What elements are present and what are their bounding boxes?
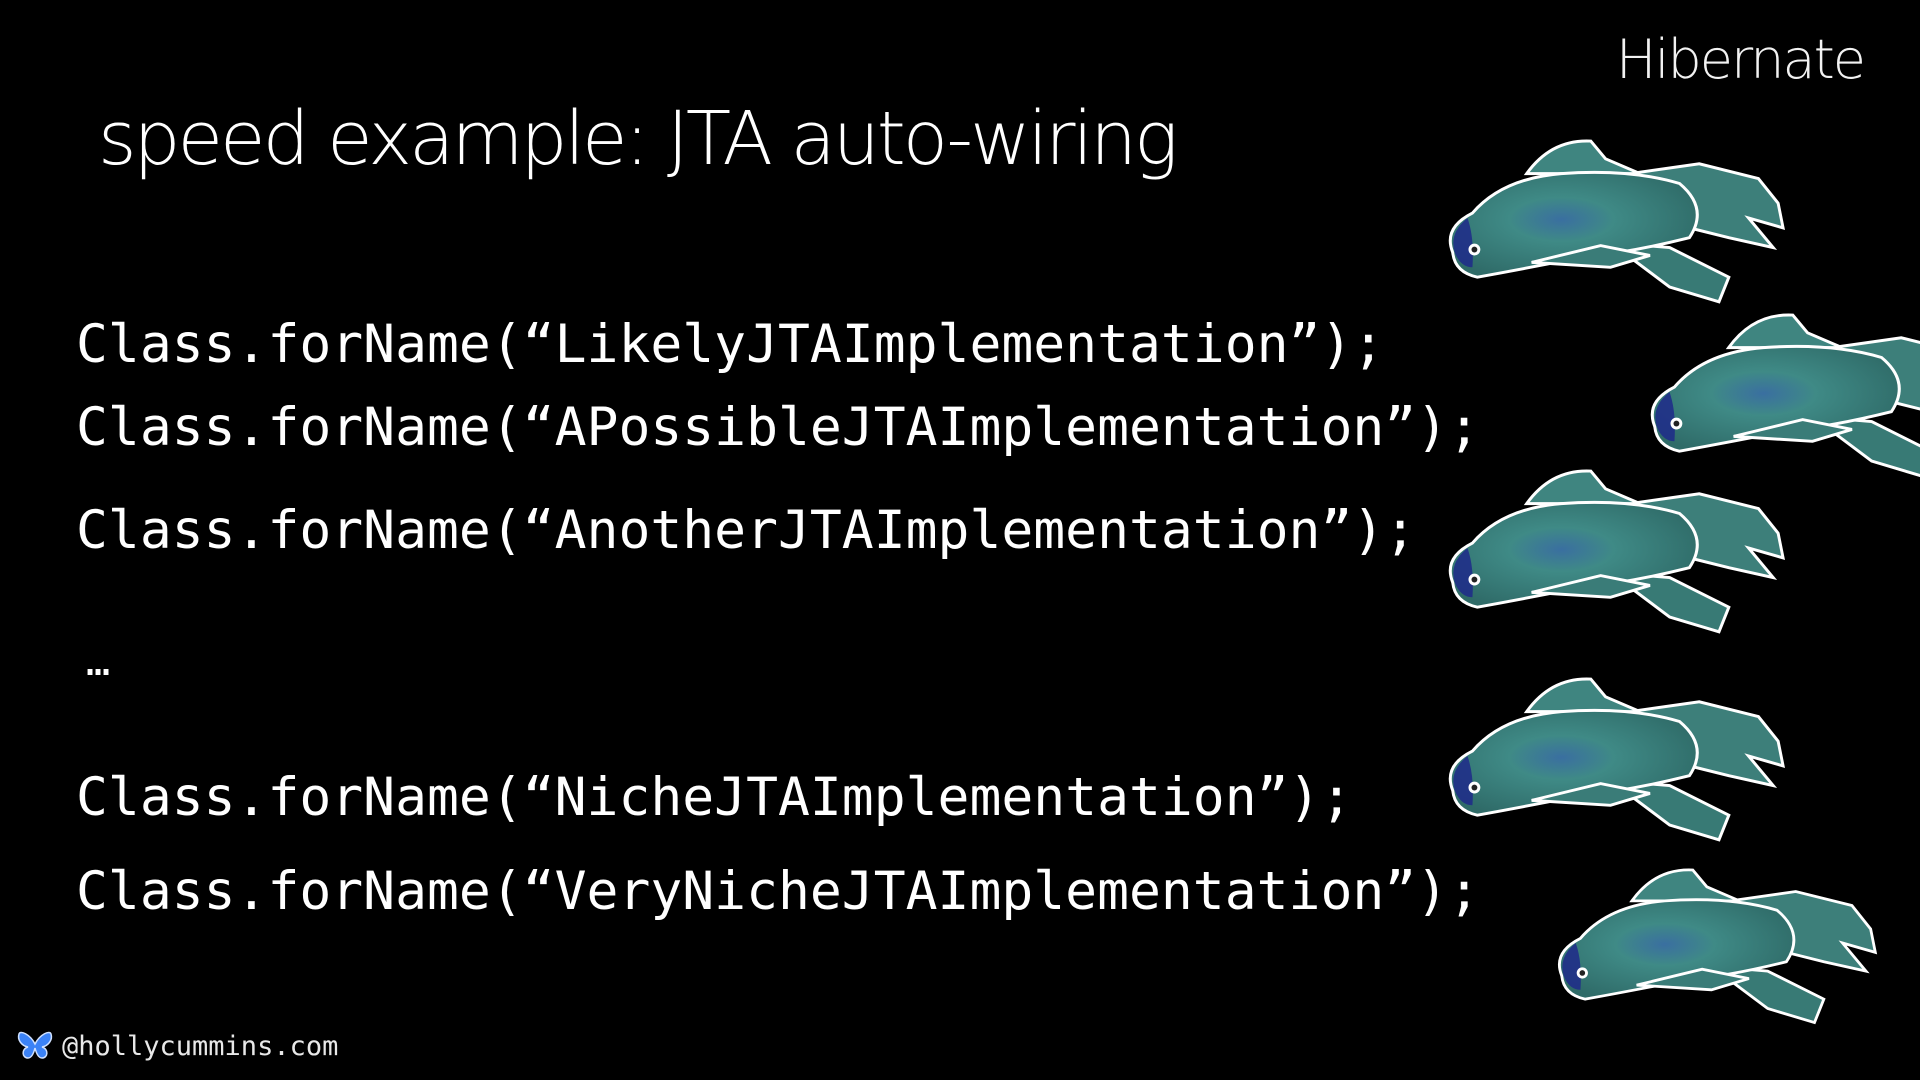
footer: @hollycummins.com	[16, 1030, 338, 1062]
fish-illustration	[1433, 667, 1788, 845]
code-line: Class.forName(“LikelyJTAImplementation”)…	[76, 314, 1385, 375]
code-line: Class.forName(“VeryNicheJTAImplementatio…	[76, 861, 1480, 922]
slide-title: speed example: JTA auto-wiring	[98, 96, 1178, 182]
fish-illustration	[1543, 851, 1880, 1035]
brand-label: Hibernate	[1615, 28, 1866, 91]
code-ellipsis: …	[86, 639, 111, 685]
butterfly-icon	[17, 1031, 53, 1059]
fish-illustration	[1433, 129, 1788, 307]
code-line: Class.forName(“NicheJTAImplementation”);	[76, 767, 1353, 828]
fish-illustration	[1635, 300, 1920, 484]
fish-illustration	[1433, 459, 1788, 637]
code-line: Class.forName(“AnotherJTAImplementation”…	[76, 500, 1417, 561]
social-handle: @hollycummins.com	[62, 1030, 339, 1062]
code-line: Class.forName(“APossibleJTAImplementatio…	[76, 397, 1480, 458]
